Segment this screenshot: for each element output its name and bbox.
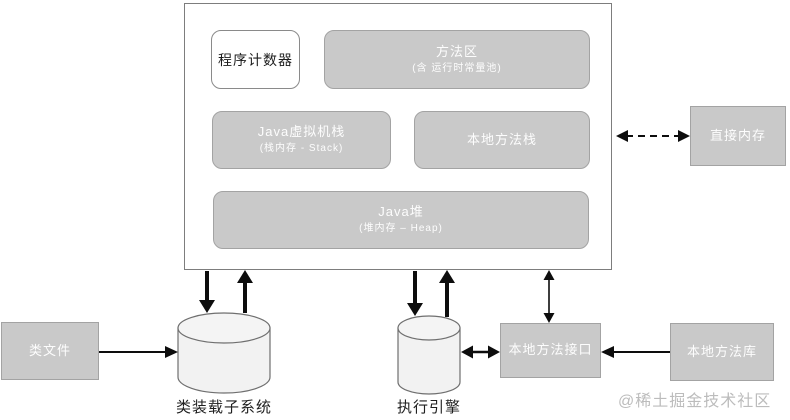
class-file-label: 类文件 [28, 342, 71, 358]
java-heap-sublabel: (堆内存 – Heap) [359, 223, 443, 235]
execution-engine-label: 执行引擎 [396, 399, 461, 416]
watermark: @稀土掘金技术社区 [618, 393, 772, 410]
java-heap-box: Java堆 (堆内存 – Heap) [213, 191, 589, 249]
jvm-stack-sublabel: (栈内存 - Stack) [259, 143, 344, 155]
direct-memory-box: 直接内存 [690, 106, 786, 166]
jvm-stack-box: Java虚拟机栈 (栈内存 - Stack) [212, 111, 391, 169]
native-method-library-label: 本地方法库 [686, 343, 757, 359]
class-loader-subsystem-label: 类装载子系统 [175, 399, 272, 416]
native-method-library-box: 本地方法库 [670, 323, 774, 381]
native-method-interface-label: 本地方法接口 [508, 342, 593, 358]
arrow-classfile-to-classloader [99, 346, 178, 358]
runtime-data-area-box: 程序计数器 方法区 (含 运行时常量池) Java虚拟机栈 (栈内存 - Sta… [184, 3, 612, 270]
program-counter-label: 程序计数器 [218, 51, 293, 68]
arrow-engine-jni-bidirectional [461, 345, 500, 359]
arrow-engine-to-runtime [439, 270, 455, 317]
method-area-label: 方法区 [435, 43, 478, 59]
arrow-runtime-to-engine [407, 271, 423, 316]
java-heap-label: Java堆 [378, 204, 424, 220]
arrow-runtime-jni-bidirectional [543, 270, 555, 323]
native-method-stack-box: 本地方法栈 [414, 111, 590, 169]
method-area-box: 方法区 (含 运行时常量池) [324, 30, 590, 89]
native-method-stack-label: 本地方法栈 [466, 131, 537, 147]
native-method-interface-box: 本地方法接口 [500, 323, 601, 378]
execution-engine-cylinder [397, 315, 461, 395]
method-area-sublabel: (含 运行时常量池) [412, 62, 502, 74]
arrow-classloader-to-runtime [237, 270, 253, 313]
arrow-runtime-to-classloader [199, 271, 215, 313]
class-file-box: 类文件 [1, 322, 99, 380]
class-loader-cylinder [177, 312, 271, 394]
jvm-stack-label: Java虚拟机栈 [257, 124, 346, 140]
arrow-directmemory-dashed-bidirectional [616, 130, 690, 142]
program-counter-box: 程序计数器 [211, 30, 300, 89]
arrow-library-to-jni [601, 346, 670, 358]
direct-memory-label: 直接内存 [709, 127, 766, 143]
